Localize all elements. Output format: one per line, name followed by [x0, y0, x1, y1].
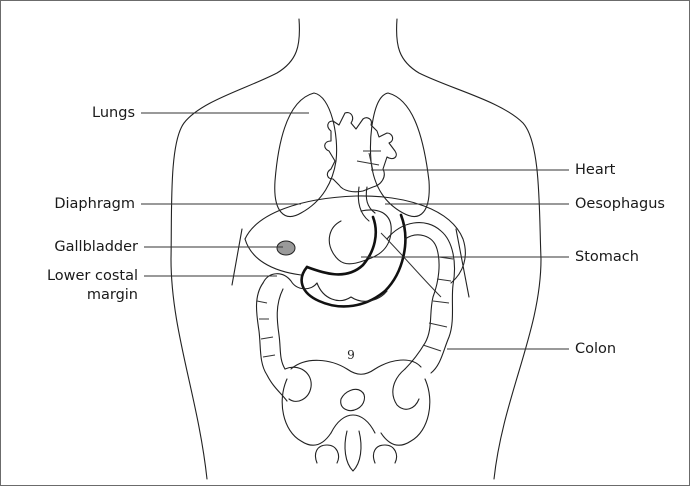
pelvis-shape	[282, 360, 430, 471]
gallbladder-shape	[277, 241, 295, 255]
label-oesophagus: Oesophagus	[575, 195, 665, 213]
label-lungs: Lungs	[31, 104, 135, 122]
label-heart: Heart	[575, 161, 615, 179]
costal-margin	[232, 229, 469, 297]
leader-lines	[141, 113, 569, 349]
label-lower-costal-margin-line1: Lower costal	[21, 267, 138, 285]
label-colon: Colon	[575, 340, 616, 358]
label-diaphragm: Diaphragm	[31, 195, 135, 213]
heart-shape	[325, 113, 397, 192]
navel-mark: 9	[347, 348, 355, 362]
label-gallbladder: Gallbladder	[21, 238, 138, 256]
lungs-shape	[275, 93, 429, 216]
stomach-shape	[302, 210, 406, 306]
label-lower-costal-margin-line2: margin	[21, 286, 138, 304]
label-stomach: Stomach	[575, 248, 639, 266]
